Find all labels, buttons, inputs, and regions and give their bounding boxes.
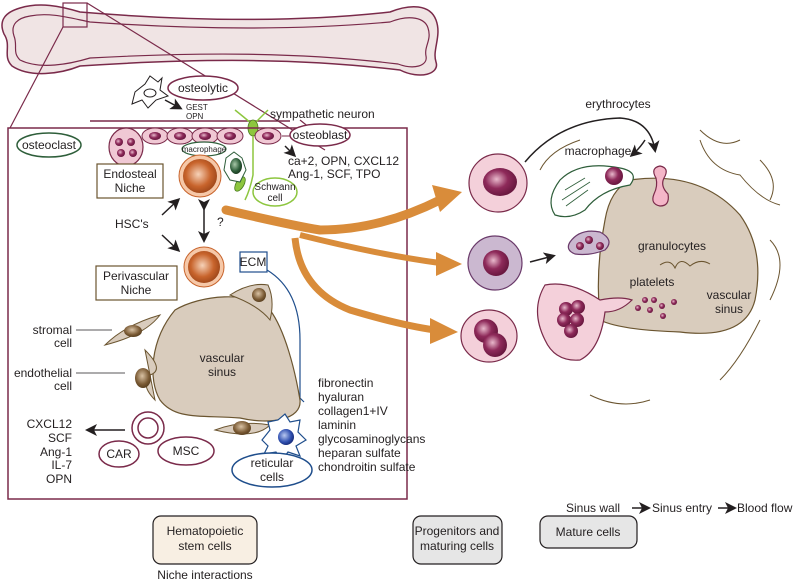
macrophage-label-left: macrophage [182, 145, 227, 154]
car-label: CAR [106, 447, 132, 461]
right-sinus-environment [539, 129, 781, 405]
reticular-cell [261, 413, 307, 461]
osteoclast-label-oval [16, 132, 82, 158]
osteoclast-cell [108, 127, 144, 167]
bone-inset-marker [62, 2, 88, 28]
osteoclast-label: osteoclast [22, 138, 77, 152]
mature-category-label: Mature cells [556, 525, 621, 539]
ecm-chondroitin-sulfate: chondroitin sulfate [318, 460, 416, 474]
macrophage-label-right: macrophage [565, 144, 632, 158]
osteolytic-label-oval [167, 75, 239, 101]
opn-label: OPN [186, 112, 204, 121]
endothelial-label-1: endothelial [14, 366, 72, 380]
schwann-cell-oval [252, 177, 298, 207]
osteoblast-row [141, 127, 282, 145]
macrophage-with-erythroblast [550, 165, 634, 218]
flow-step-blood-flow: Blood flow [737, 501, 793, 515]
osteoblast-label: osteoblast [293, 128, 348, 142]
hsc-label: HSC's [115, 217, 149, 231]
reticular-label-2: cells [260, 470, 284, 484]
question-mark: ? [217, 215, 224, 229]
fibrin-strand [659, 260, 711, 270]
car-cell-ring [131, 411, 165, 445]
msc-oval [157, 436, 215, 466]
factor-scf: SCF [48, 431, 72, 445]
reticular-cells-oval [231, 452, 313, 488]
vascular-sinus-right-label-2: sinus [715, 302, 743, 316]
ecm-box [239, 251, 268, 273]
vascular-sinus-label-1: vascular [200, 351, 245, 365]
msc-label: MSC [173, 444, 200, 458]
erythrocyte-entering-sinus [652, 165, 669, 207]
platelets-label: platelets [630, 275, 675, 289]
progenitors-category-label-1: Progenitors and [415, 524, 500, 538]
factor-cxcl12: CXCL12 [27, 417, 73, 431]
perivascular-label-1: Perivascular [103, 269, 169, 283]
platelets [635, 297, 677, 319]
progenitors-category-box [412, 515, 503, 565]
vascular-sinus-label-2: sinus [208, 365, 236, 379]
schwann-label-1: Schwann [254, 182, 295, 193]
granulocyte [567, 230, 610, 256]
endosteal-niche-box [96, 163, 164, 199]
osteolytic-cell [131, 75, 183, 110]
osteoblast-factors-1: ca+2, OPN, CXCL12 [288, 154, 399, 168]
sympathetic-neuron-label: sympathetic neuron [270, 107, 375, 121]
hsc-category-label-2: stem cells [178, 539, 231, 553]
perivascular-label-2: Niche [121, 283, 152, 297]
ecm-components-list: fibronectin hyaluran collagen1+IV lamini… [318, 376, 425, 474]
reticular-label-1: reticular [251, 456, 294, 470]
ecm-collagen: collagen1+IV [318, 404, 388, 418]
diagram-title: Niche interactions [157, 568, 252, 582]
hsc-category-label-1: Hematopoietic [167, 524, 244, 538]
perivascular-niche-box [95, 265, 178, 301]
flow-step-sinus-wall: Sinus wall [566, 501, 620, 515]
factor-opn: OPN [46, 472, 72, 486]
granulocytes-label: granulocytes [638, 239, 706, 253]
erythrocytes-label: erythrocytes [585, 97, 650, 111]
car-factors-list: CXCL12 SCF Ang-1 IL-7 OPN [27, 417, 73, 486]
flow-step-sinus-entry: Sinus entry [652, 501, 712, 515]
differentiation-arrows [221, 185, 462, 344]
osteoblast-label-oval [289, 123, 351, 147]
stromal-label-2: cell [54, 336, 72, 350]
macrophage-cell [223, 151, 247, 183]
mature-category-box [539, 515, 638, 549]
ecm-fibronectin: fibronectin [318, 376, 373, 390]
vascular-sinus-right-label-1: vascular [707, 288, 752, 302]
progenitor-cells [460, 153, 528, 363]
ecm-label: ECM [240, 255, 267, 269]
bone-illustration [1, 2, 439, 151]
gest-label: GEST [186, 103, 208, 112]
ecm-glycosaminoglycans: glycosaminoglycans [318, 432, 425, 446]
schwann-label-2: cell [267, 193, 282, 204]
progenitors-category-label-2: maturing cells [420, 539, 494, 553]
endothelial-label-2: cell [54, 379, 72, 393]
megakaryocyte [536, 283, 634, 361]
endosteal-label-1: Endosteal [103, 167, 156, 181]
osteoblast-factors-2: Ang-1, SCF, TPO [288, 167, 380, 181]
factor-ang1: Ang-1 [40, 445, 72, 459]
car-oval [98, 440, 140, 468]
osteolytic-label: osteolytic [178, 81, 228, 95]
stromal-label-1: stromal [33, 323, 72, 337]
perivascular-cells [103, 284, 273, 435]
factor-il7: IL-7 [51, 458, 72, 472]
ecm-hyaluran: hyaluran [318, 390, 364, 404]
ecm-heparan-sulfate: heparan sulfate [318, 446, 401, 460]
ecm-laminin: laminin [318, 418, 356, 432]
hsc-category-box [152, 515, 258, 565]
endosteal-label-2: Niche [115, 181, 146, 195]
